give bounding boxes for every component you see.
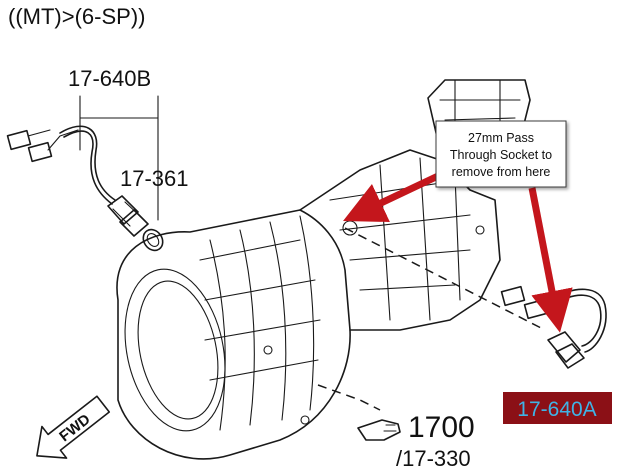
label-gasket: 17-361 bbox=[120, 166, 189, 191]
upper-connector-icon bbox=[6, 129, 79, 163]
transmission-drawing bbox=[116, 79, 531, 460]
label-assembly: 1700 bbox=[408, 411, 475, 444]
hand-pointer-icon bbox=[357, 419, 401, 441]
label-upper-switch: 17-640B bbox=[68, 66, 151, 91]
lower-switch-body-icon bbox=[547, 331, 585, 369]
red-arrows bbox=[343, 172, 573, 333]
fwd-arrow-icon: FWD bbox=[36, 395, 111, 459]
fwd-label: FWD bbox=[56, 411, 94, 446]
diagram-header: ((MT)>(6-SP)) bbox=[8, 4, 145, 29]
callout-line-2: Through Socket to bbox=[450, 148, 552, 162]
callout-line-3: remove from here bbox=[452, 165, 551, 179]
callout-line-1: 27mm Pass bbox=[468, 131, 534, 145]
arrow-to-switch-icon bbox=[528, 187, 573, 333]
upper-switch-group: 17-640B 17-361 bbox=[6, 66, 189, 252]
label-assembly-sub: /17-330 bbox=[396, 446, 471, 471]
label-lower-switch: 17-640A bbox=[517, 398, 596, 421]
port-guide-line bbox=[344, 227, 546, 331]
lower-connector-icon bbox=[500, 285, 549, 320]
arrow-to-port-icon bbox=[343, 172, 440, 222]
callout-box bbox=[435, 120, 567, 188]
assembly-guide-line bbox=[317, 384, 381, 411]
upper-switch-body-icon bbox=[107, 195, 149, 237]
gasket-ring-icon bbox=[142, 228, 164, 252]
highlight-badge bbox=[503, 392, 612, 424]
